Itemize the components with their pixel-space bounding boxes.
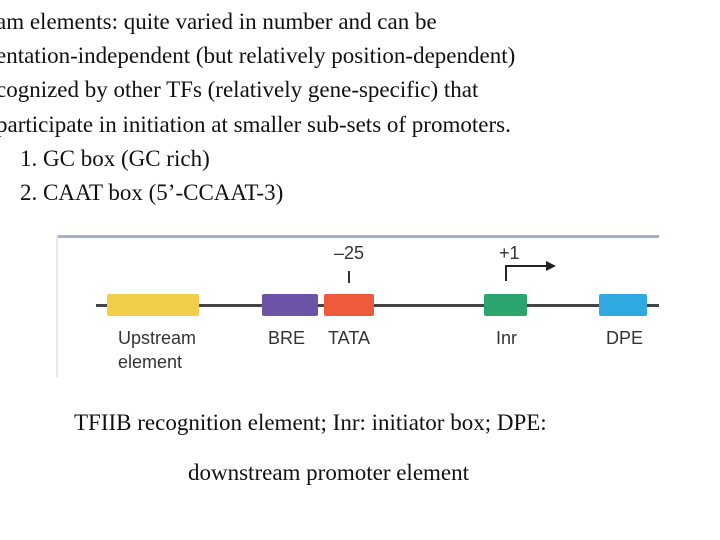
tss-arrow-head-icon bbox=[546, 261, 556, 271]
upstream-label-line2: element bbox=[118, 352, 183, 372]
body-text-line-2: entation-independent (but relatively pos… bbox=[0, 43, 516, 68]
dpe-box bbox=[599, 294, 647, 316]
bre-label: BRE bbox=[268, 328, 306, 348]
dpe-label: DPE bbox=[606, 328, 644, 348]
tss-arrow-shaft bbox=[505, 265, 547, 267]
body-text-line-4: participate in initiation at smaller sub… bbox=[0, 112, 511, 137]
dna-strand bbox=[96, 304, 659, 307]
body-text-line-1: am elements: quite varied in number and … bbox=[0, 9, 437, 34]
tss-arrow-stem bbox=[505, 265, 507, 281]
inr-box bbox=[484, 294, 527, 316]
bre-box bbox=[262, 294, 318, 316]
diagram-left-border bbox=[56, 235, 58, 377]
position-minus25-tick bbox=[348, 271, 350, 283]
body-text-line-3: cognized by other TFs (relatively gene-s… bbox=[0, 77, 479, 102]
position-minus25-label: –25 bbox=[334, 243, 365, 263]
tata-label: TATA bbox=[328, 328, 370, 348]
caption-line-2: downstream promoter element bbox=[188, 460, 470, 485]
inr-label: Inr bbox=[496, 328, 518, 348]
caption-line-1: TFIIB recognition element; Inr: initiato… bbox=[74, 410, 547, 435]
position-plus1-label: +1 bbox=[499, 243, 520, 263]
upstream-label: Upstream bbox=[118, 328, 197, 348]
promoter-diagram: –25 +1 Upstream element BRE TATA Inr DPE bbox=[56, 235, 659, 377]
diagram-top-border bbox=[56, 235, 659, 238]
list-item-caat-box: 2. CAAT box (5’-CCAAT-3) bbox=[20, 180, 284, 205]
list-item-gc-box: 1. GC box (GC rich) bbox=[20, 146, 210, 171]
upstream-element-box bbox=[107, 294, 199, 316]
tata-box bbox=[324, 294, 374, 316]
